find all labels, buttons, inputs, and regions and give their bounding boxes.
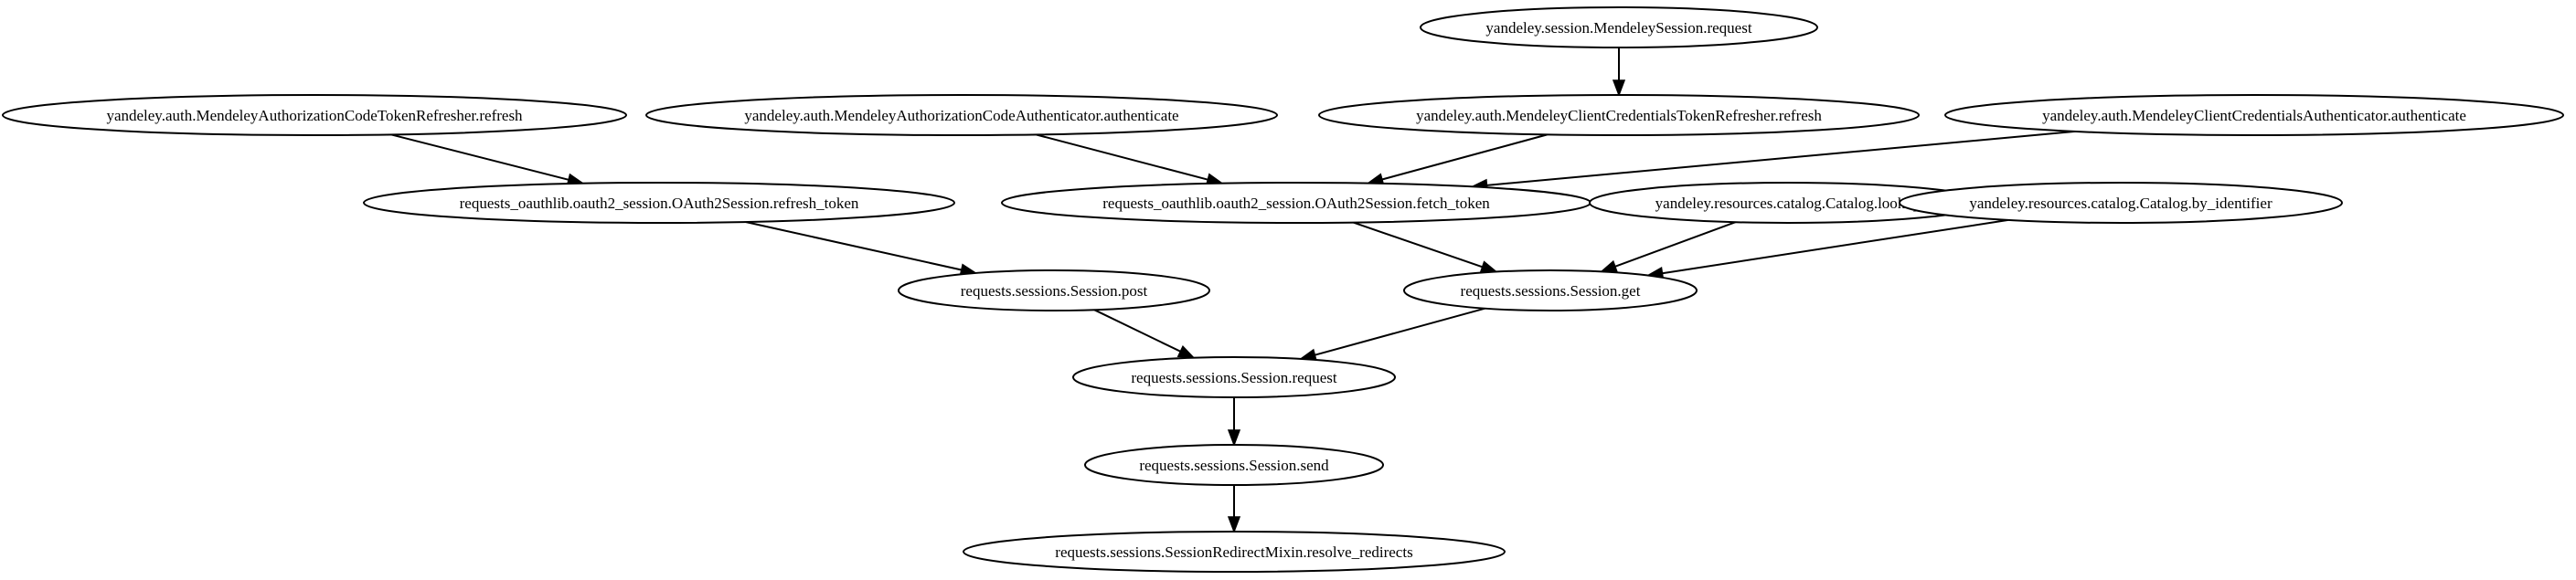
edges-layer bbox=[390, 47, 2076, 534]
node-n-session-request: yandeley.session.MendeleySession.request bbox=[1420, 6, 1818, 48]
node-ellipse bbox=[1420, 6, 1818, 48]
node-label: yandeley.auth.MendeleyClientCredentialsT… bbox=[1416, 107, 1822, 124]
arrowhead-n_req_request-to-n_req_send bbox=[1227, 429, 1241, 448]
edge-n_cc_refresher-to-n_oauth_fetch bbox=[1381, 133, 1548, 181]
edge-n_oauth_refresh-to-n_req_post bbox=[745, 221, 963, 271]
edge-n_req_get-to-n_req_request bbox=[1315, 307, 1485, 356]
node-n-cc-refresher: yandeley.auth.MendeleyClientCredentialsT… bbox=[1318, 94, 1920, 136]
node-ellipse bbox=[1899, 182, 2343, 224]
node-label: yandeley.resources.catalog.Catalog.looku… bbox=[1655, 195, 1921, 212]
node-n-catalog-byid: yandeley.resources.catalog.Catalog.by_id… bbox=[1899, 182, 2343, 224]
node-n-req-redirects: requests.sessions.SessionRedirectMixin.r… bbox=[963, 531, 1506, 573]
node-label: requests.sessions.Session.send bbox=[1139, 457, 1329, 474]
node-n-acode-auth: yandeley.auth.MendeleyAuthorizationCodeA… bbox=[645, 94, 1278, 136]
node-label: requests_oauthlib.oauth2_session.OAuth2S… bbox=[460, 195, 859, 212]
nodes-layer: yandeley.session.MendeleySession.request… bbox=[2, 6, 2564, 573]
node-ellipse bbox=[1084, 444, 1384, 486]
edge-n_catalog_lookup-to-n_req_get bbox=[1614, 221, 1736, 268]
node-label: yandeley.session.MendeleySession.request bbox=[1485, 19, 1751, 37]
node-n-acode-refresher: yandeley.auth.MendeleyAuthorizationCodeT… bbox=[2, 94, 627, 136]
node-n-req-send: requests.sessions.Session.send bbox=[1084, 444, 1384, 486]
node-label: requests.sessions.Session.post bbox=[961, 282, 1148, 300]
node-n-cc-auth: yandeley.auth.MendeleyClientCredentialsA… bbox=[1944, 94, 2564, 136]
node-label: requests.sessions.SessionRedirectMixin.r… bbox=[1055, 543, 1412, 561]
edge-n_catalog_byid-to-n_req_get bbox=[1662, 218, 2009, 275]
node-ellipse bbox=[2, 94, 627, 136]
node-label: yandeley.auth.MendeleyAuthorizationCodeA… bbox=[744, 107, 1178, 124]
node-n-oauth-refresh: requests_oauthlib.oauth2_session.OAuth2S… bbox=[363, 182, 955, 224]
node-ellipse bbox=[1403, 269, 1698, 311]
node-label: yandeley.auth.MendeleyAuthorizationCodeT… bbox=[106, 107, 523, 124]
edge-n_oauth_fetch-to-n_req_get bbox=[1353, 221, 1484, 269]
edge-n_cc_auth-to-n_oauth_fetch bbox=[1486, 130, 2076, 186]
node-label: requests_oauthlib.oauth2_session.OAuth2S… bbox=[1102, 195, 1490, 212]
node-n-req-get: requests.sessions.Session.get bbox=[1403, 269, 1698, 311]
edge-n_acode_auth-to-n_oauth_fetch bbox=[1036, 133, 1208, 181]
node-label: requests.sessions.Session.get bbox=[1461, 282, 1641, 300]
node-label: yandeley.resources.catalog.Catalog.by_id… bbox=[1969, 195, 2273, 212]
arrowhead-n_session_request-to-n_cc_refresher bbox=[1612, 79, 1626, 98]
node-ellipse bbox=[1072, 356, 1396, 398]
node-n-req-request: requests.sessions.Session.request bbox=[1072, 356, 1396, 398]
edge-n_req_post-to-n_req_request bbox=[1093, 309, 1181, 353]
node-label: requests.sessions.Session.request bbox=[1131, 369, 1337, 386]
edge-n_acode_refresher-to-n_oauth_refresh bbox=[390, 133, 569, 181]
node-ellipse bbox=[898, 269, 1210, 311]
node-ellipse bbox=[963, 531, 1506, 573]
node-n-oauth-fetch: requests_oauthlib.oauth2_session.OAuth2S… bbox=[1001, 182, 1591, 224]
node-ellipse bbox=[1944, 94, 2564, 136]
arrowhead-n_req_send-to-n_req_redirects bbox=[1227, 516, 1241, 534]
node-n-req-post: requests.sessions.Session.post bbox=[898, 269, 1210, 311]
node-ellipse bbox=[645, 94, 1278, 136]
node-ellipse bbox=[1318, 94, 1920, 136]
node-label: yandeley.auth.MendeleyClientCredentialsA… bbox=[2042, 107, 2466, 124]
node-ellipse bbox=[363, 182, 955, 224]
